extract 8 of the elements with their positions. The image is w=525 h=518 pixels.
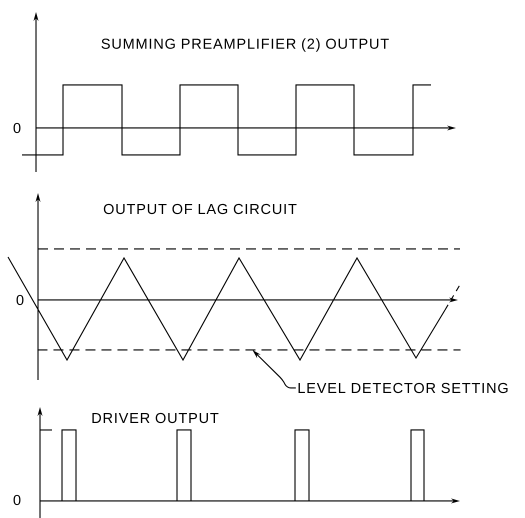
plot-title: OUTPUT OF LAG CIRCUIT [104, 204, 297, 214]
axis-label: 0 [16, 294, 24, 306]
level-label: LEVEL DETECTOR SETTING [298, 382, 508, 394]
plot-title: DRIVER OUTPUT [92, 412, 218, 424]
axis-label: 0 [14, 494, 20, 506]
axis-label: 0 [14, 122, 20, 134]
dashed-level-line [37, 349, 461, 351]
plot-title: SUMMING PREAMPLIFIER (2) OUTPUT [102, 38, 389, 52]
